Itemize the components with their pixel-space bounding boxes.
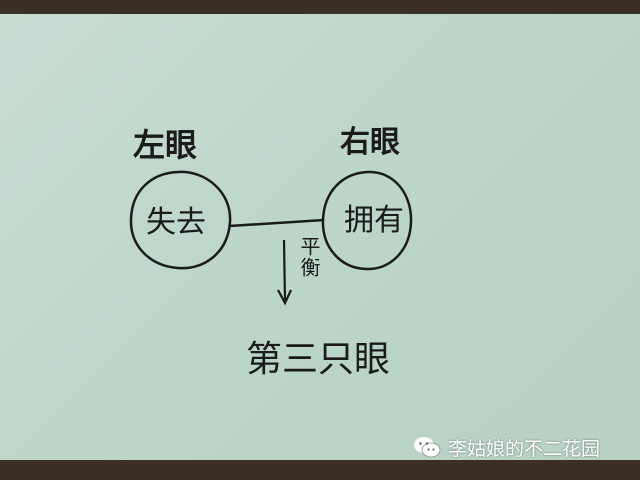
right-circle bbox=[321, 170, 413, 271]
down-arrow-head bbox=[277, 289, 292, 306]
balance-text: 平衡 bbox=[297, 236, 321, 278]
wechat-icon bbox=[414, 437, 441, 458]
paper-card bbox=[0, 14, 640, 460]
down-arrow bbox=[282, 239, 287, 301]
connecting-line bbox=[228, 218, 325, 228]
watermark-text: 李姑娘的不二花园 bbox=[448, 437, 601, 460]
left-circle bbox=[129, 170, 232, 270]
left-circle-text: 失去 bbox=[146, 205, 206, 240]
left-eye-label: 左眼 bbox=[133, 126, 198, 164]
third-eye-text: 第三只眼 bbox=[246, 339, 391, 380]
right-eye-label: 右眼 bbox=[340, 125, 400, 160]
right-circle-text: 拥有 bbox=[344, 203, 404, 238]
watermark: 李姑娘的不二花园 bbox=[412, 432, 600, 462]
